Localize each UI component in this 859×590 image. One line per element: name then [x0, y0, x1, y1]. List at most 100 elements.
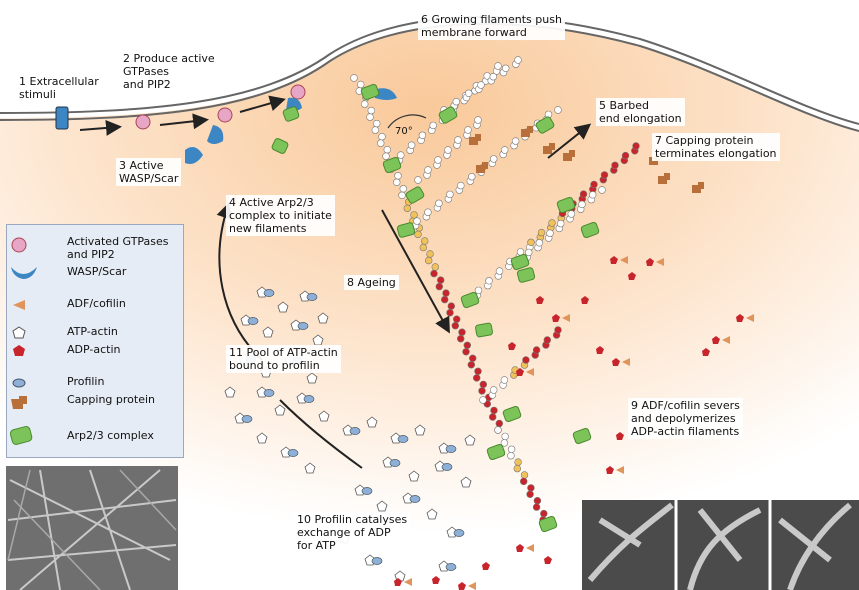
profilin [307, 294, 317, 301]
actin-subunit [452, 322, 459, 329]
actin-subunit [420, 244, 427, 251]
actin-subunit [599, 187, 606, 194]
actin-subunit [544, 337, 551, 344]
actin-subunit [490, 73, 497, 80]
profilin [298, 323, 308, 330]
label-produce-gtpases: 2 Produce active GTPases and PIP2 [120, 51, 218, 92]
profilin [288, 450, 298, 457]
actin-subunit [384, 146, 391, 153]
label-branch-angle: 70° [392, 124, 416, 139]
actin-subunit [555, 107, 562, 114]
label-capping-protein: 7 Capping protein terminates elongation [652, 133, 780, 161]
profilin [362, 488, 372, 495]
actin-subunit [540, 510, 547, 517]
profilin [390, 460, 400, 467]
actin-subunit [520, 478, 527, 485]
label-growing-filaments: 6 Growing filaments push membrane forwar… [418, 12, 565, 40]
arp23-complex [475, 323, 493, 338]
actin-subunit [514, 465, 521, 472]
arp23-complex-icon [7, 425, 41, 447]
label-barbed-end: 5 Barbed end elongation [596, 98, 685, 126]
actin-subunit [368, 107, 375, 114]
actin-subunit [373, 120, 380, 127]
actin-subunit [447, 191, 454, 198]
actin-subunit [496, 268, 503, 275]
adf-cofilin-icon [7, 297, 37, 313]
actin-subunit [525, 249, 532, 256]
gtpase-pip2 [136, 115, 150, 129]
actin-subunit [431, 270, 438, 277]
actin-subunit [455, 137, 462, 144]
actin-subunit [501, 147, 508, 154]
actin-subunit [415, 177, 422, 184]
actin-subunit [351, 75, 358, 82]
actin-subunit [459, 329, 466, 336]
actin-subunit [601, 172, 608, 179]
actin-subunit [478, 82, 485, 89]
actin-subunit [432, 264, 439, 271]
actin-subunit [536, 239, 543, 246]
actin-subunit [555, 327, 562, 334]
legend-label: ADF/cofilin [67, 297, 126, 310]
actin-subunit [633, 143, 640, 150]
legend-label: Activated GTPases and PIP2 [67, 235, 169, 261]
actin-subunit [538, 229, 545, 236]
actin-subunit [383, 153, 390, 160]
actin-subunit [557, 220, 564, 227]
atp-actin-icon [7, 325, 37, 341]
actin-subunit [408, 142, 415, 149]
actin-subunit [495, 427, 502, 434]
actin-subunit [547, 230, 554, 237]
legend-label: Capping protein [67, 393, 155, 406]
actin-subunit [453, 98, 460, 105]
profilin [454, 530, 464, 537]
actin-subunit [372, 127, 379, 134]
profilin-icon [7, 375, 37, 391]
actin-subunit [415, 231, 422, 238]
actin-subunit [399, 192, 406, 199]
actin-subunit [502, 65, 509, 72]
actin-subunit [480, 397, 487, 404]
actin-subunit [425, 209, 432, 216]
actin-subunit [419, 132, 426, 139]
actin-subunit [367, 114, 374, 121]
actin-subunit [437, 277, 444, 284]
profilin [398, 436, 408, 443]
actin-subunit [475, 117, 482, 124]
actin-subunit [377, 140, 384, 147]
label-active-wasp: 3 Active WASP/Scar [116, 158, 181, 186]
gtpase-pip2 [218, 108, 232, 122]
actin-subunit [501, 377, 508, 384]
actin-subunit [427, 251, 434, 258]
actin-subunit [468, 361, 475, 368]
actin-subunit [490, 387, 497, 394]
actin-subunit [612, 162, 619, 169]
profilin [350, 428, 360, 435]
label-active-arp23: 4 Active Arp2/3 complex to initiate new … [226, 195, 335, 236]
actin-subunit [361, 101, 368, 108]
actin-subunit [379, 133, 386, 140]
adp-actin-icon [7, 343, 37, 359]
profilin [248, 318, 258, 325]
actin-subunit [468, 173, 475, 180]
actin-subunit [496, 420, 503, 427]
legend-label: Arp2/3 complex [67, 429, 154, 442]
actin-subunit [457, 182, 464, 189]
profilin [372, 558, 382, 565]
actin-subunit [457, 335, 464, 342]
actin-subunit [523, 357, 530, 364]
receptor [56, 107, 68, 129]
actin-subunit [464, 342, 471, 349]
actin-subunit [469, 355, 476, 362]
actin-subunit [463, 348, 470, 355]
actin-subunit [521, 472, 528, 479]
profilin [264, 290, 274, 297]
em-micrograph-right [582, 500, 859, 590]
actin-subunit [512, 138, 519, 145]
actin-subunit [448, 303, 455, 310]
actin-subunit [430, 122, 437, 129]
em-micrograph-left [6, 466, 178, 590]
label-ageing: 8 Ageing [344, 275, 399, 290]
profilin [446, 564, 456, 571]
